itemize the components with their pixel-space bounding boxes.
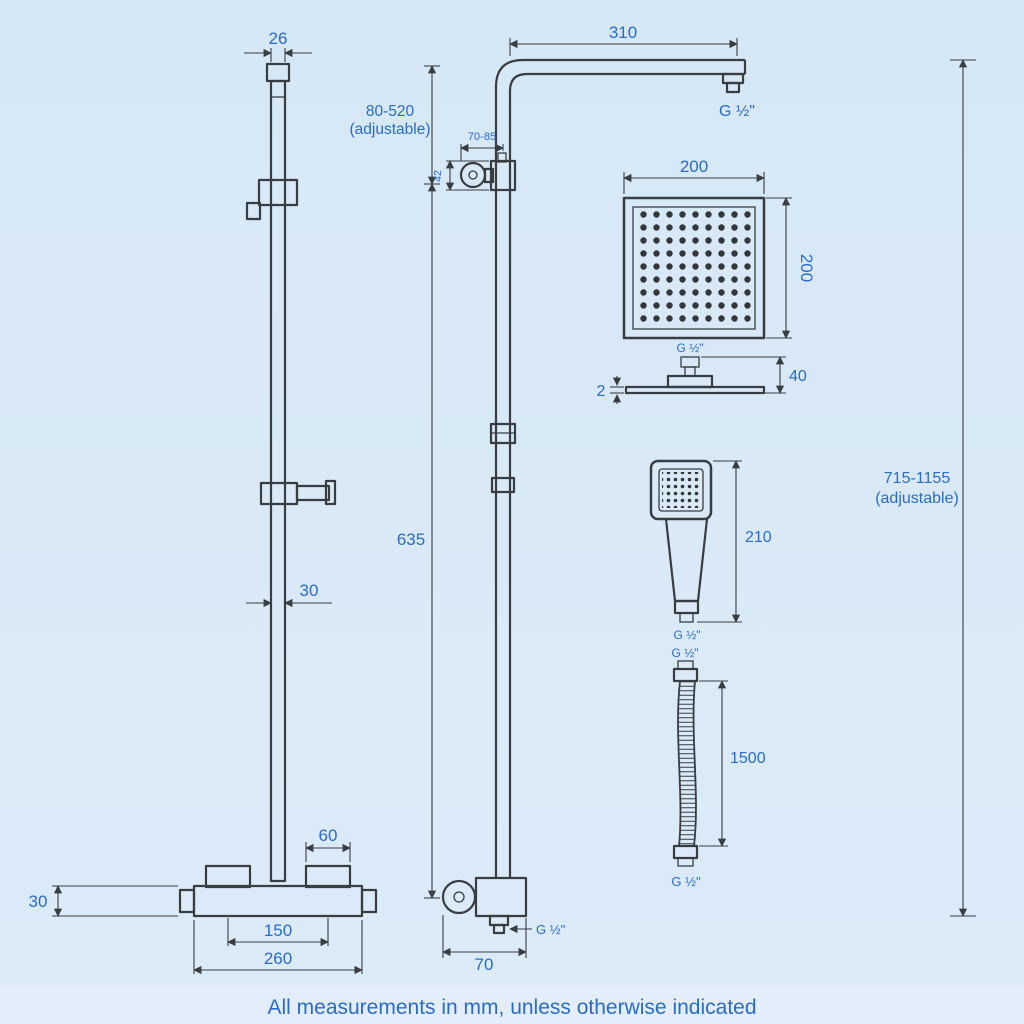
bracket-arm	[483, 167, 495, 184]
footer-band	[0, 986, 1024, 1024]
bracket-wall-plate	[459, 161, 487, 189]
valve-flange-screw	[453, 891, 465, 903]
handset-ferrule	[673, 599, 700, 615]
dim-bracket-size-label: 42	[432, 170, 444, 182]
hose-bottom-thread-label: G ½"	[671, 874, 701, 889]
arm-outlet-fitting	[725, 81, 741, 94]
arm-outlet-flange	[721, 72, 745, 85]
right-union-block	[304, 864, 352, 889]
dim-valve-width: 260	[193, 920, 363, 975]
dim-valve-centres: 150	[227, 918, 329, 947]
head-fitting-lower	[684, 366, 696, 377]
dim-hose-length: 1500	[699, 680, 766, 847]
handset-connector	[679, 612, 694, 623]
dim-rail-section: 30	[246, 581, 332, 608]
diverter-lever	[245, 201, 262, 221]
hose-bottom-fitting	[677, 857, 694, 867]
handset-head	[649, 459, 713, 521]
dim-block-width-label: 60	[319, 826, 338, 845]
shower-head-side-view: G ½" 40 2	[597, 341, 807, 404]
riser-rail	[269, 79, 287, 883]
dim-fixed-height-label: 635	[397, 530, 425, 549]
dim-head-width-label: 200	[680, 157, 708, 176]
bracket-pin	[497, 152, 507, 163]
slider-bracket	[257, 178, 299, 207]
head-hub	[666, 374, 714, 389]
left-control-knob	[178, 888, 196, 914]
head-nozzle-grid	[637, 211, 751, 325]
dim-arm-length-label: 310	[609, 23, 637, 42]
hand-shower: G ½" 210	[649, 459, 772, 642]
head-outer-edge	[622, 196, 766, 340]
dim-rail-width-label: 26	[269, 29, 288, 48]
dim-overall-note: (adjustable)	[875, 490, 959, 507]
dim-head-edge-label: 40	[789, 368, 807, 385]
hose-bottom-nut	[672, 844, 699, 860]
bracket-clamp	[489, 159, 517, 192]
dim-arm-length: 310	[509, 23, 738, 56]
shower-head-top-view: 200 200	[622, 157, 816, 340]
valve-outlet-thread-fitting	[492, 923, 506, 935]
arm-thread-label: G ½"	[719, 103, 755, 120]
dim-valve-depth-label: 70	[475, 955, 494, 974]
hose-top-thread-label: G ½"	[672, 646, 699, 660]
bracket-screw	[468, 170, 478, 180]
head-face-edge	[632, 206, 756, 330]
dim-head-width: 200	[623, 157, 765, 194]
slider-holder	[259, 481, 299, 506]
dim-head-edge: 40	[701, 356, 807, 394]
dim-slide-range-note: (adjustable)	[350, 121, 431, 138]
dim-bracket-reach-label: 70-85	[468, 131, 496, 143]
handset-handle	[664, 518, 709, 603]
center-dimensions: 80-520 (adjustable) 635	[350, 65, 440, 899]
dim-head-depth: 200	[766, 197, 816, 339]
dim-valve-centres-label: 150	[264, 921, 292, 940]
valve-body-side	[474, 876, 528, 918]
left-union-block	[204, 864, 252, 889]
holder-lip	[324, 479, 337, 506]
measurements-note: All measurements in mm, unless otherwise…	[267, 996, 756, 1019]
holder-arm	[295, 484, 331, 502]
overall-dimension: 715-1155 (adjustable)	[875, 59, 976, 917]
handset-face-edge	[658, 468, 704, 512]
arm-pipe-outer	[494, 58, 745, 878]
dim-rail-section-label: 30	[300, 581, 319, 600]
dim-slide-range-label: 80-520	[366, 103, 415, 120]
valve-wall-flange	[441, 879, 477, 915]
valve-outlet	[488, 914, 510, 927]
dim-hose-length-label: 1500	[730, 750, 766, 767]
dim-handset-length: 210	[697, 460, 772, 623]
thermostatic-valve-body	[192, 884, 364, 918]
dim-head-thickness-label: 2	[597, 383, 606, 400]
dim-head-depth-label: 200	[797, 254, 816, 282]
dim-bracket-reach: 70-85	[460, 131, 504, 161]
hose-top-nut	[672, 667, 699, 683]
dim-handset-length-label: 210	[745, 529, 772, 546]
shower-hose: G ½" G ½" 1500	[671, 646, 765, 889]
dim-valve-height-label: 30	[29, 892, 48, 911]
head-thread-label: G ½"	[677, 341, 704, 355]
front-view: 26 30 60 30 150	[29, 29, 378, 975]
arm-pipe-inner	[508, 72, 745, 878]
dim-block-width: 60	[305, 826, 351, 862]
dim-overall-range-label: 715-1155	[884, 470, 951, 487]
handset-thread-label: G ½"	[674, 628, 701, 642]
right-control-knob	[360, 888, 378, 914]
dim-head-thickness: 2	[597, 376, 624, 404]
dim-valve-height: 30	[29, 885, 178, 917]
dim-bracket-size: 42	[432, 160, 489, 191]
valve-thread-label: G ½"	[536, 922, 566, 937]
handset-nozzle-grid	[662, 472, 700, 508]
side-view: G ½" 310 70-85 42	[432, 23, 755, 974]
rail-top-cap	[265, 62, 291, 83]
hose-body	[677, 680, 697, 847]
head-fitting-upper	[680, 356, 700, 368]
dim-rail-width: 26	[244, 29, 312, 62]
dim-valve-depth: 70	[442, 915, 527, 974]
head-plate	[624, 385, 766, 395]
hose-top-fitting	[677, 660, 694, 670]
pipe-slider-collar	[490, 476, 516, 494]
dim-valve-width-label: 260	[264, 949, 292, 968]
